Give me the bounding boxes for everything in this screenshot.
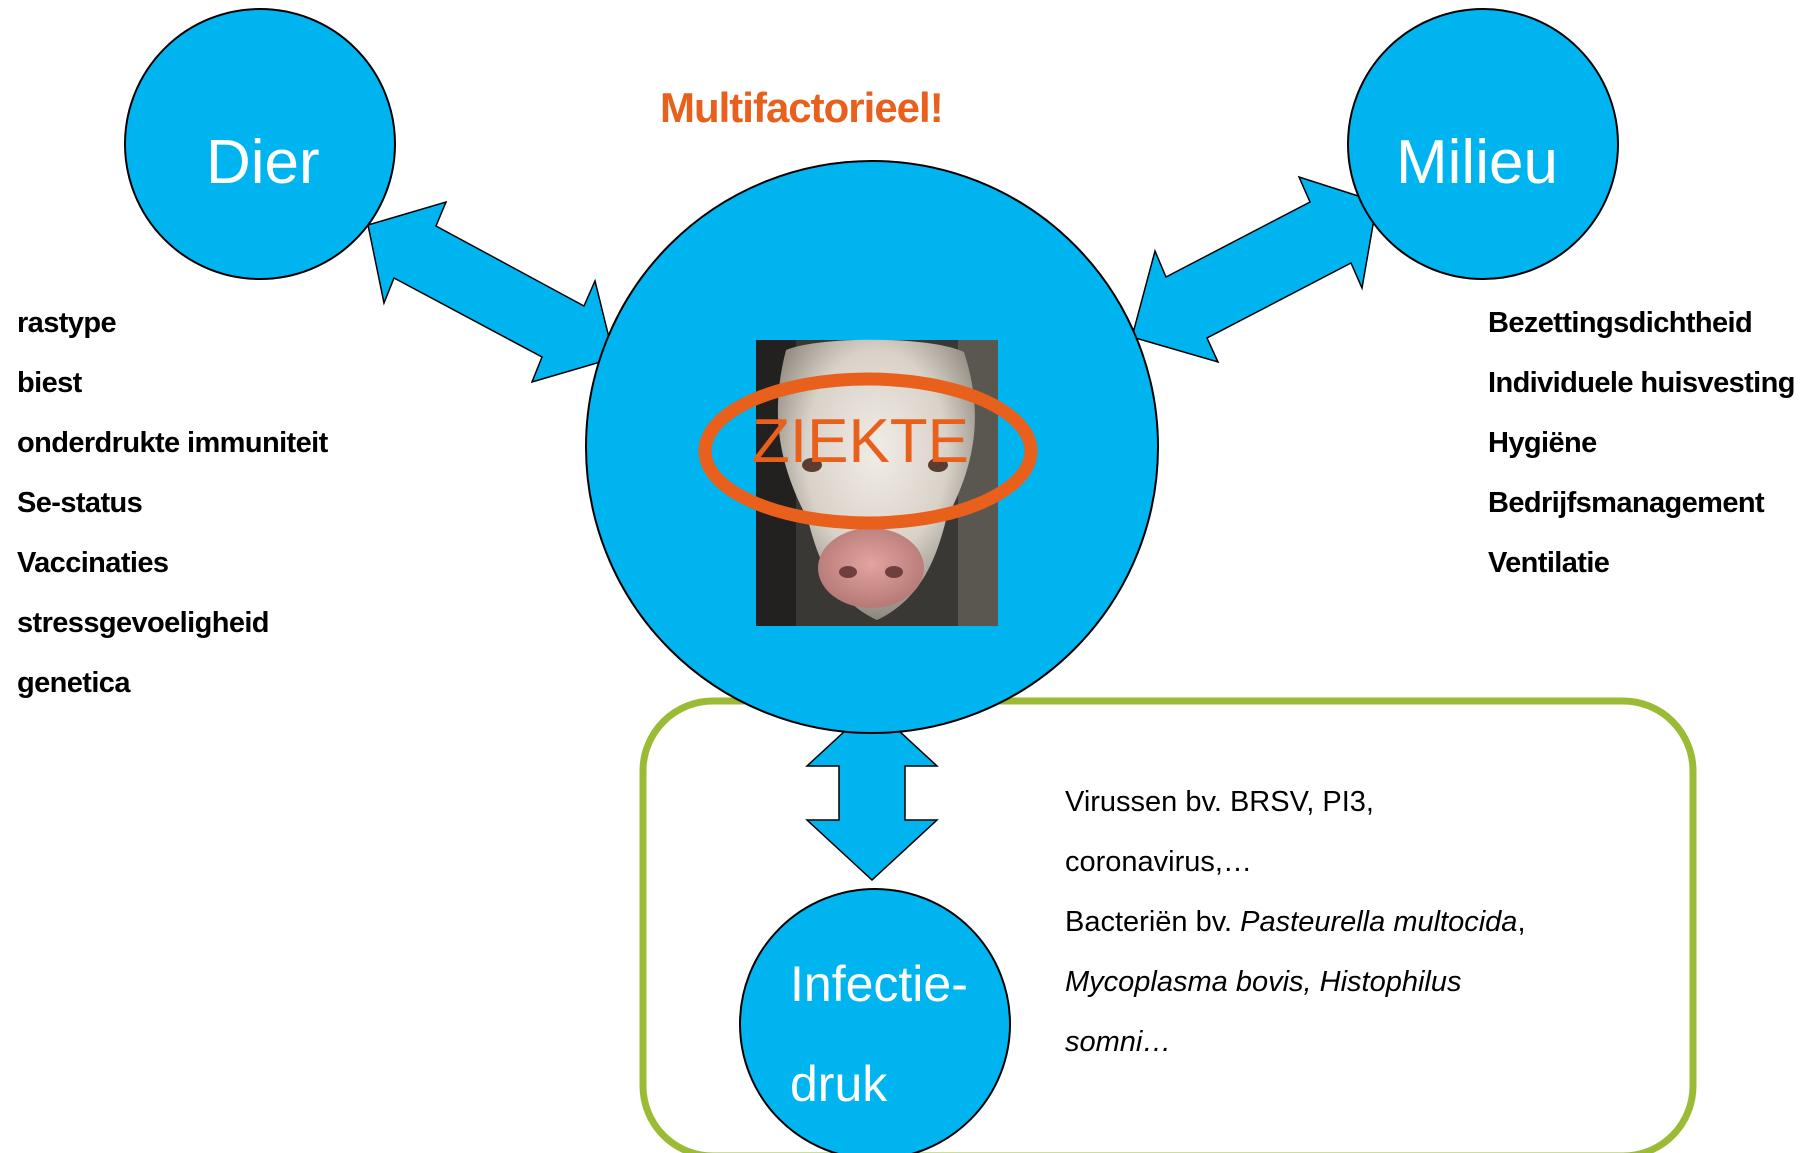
ziekte-label: ZIEKTE (752, 407, 970, 476)
dier-label: Dier (206, 128, 320, 197)
dier-factor-item: onderdrukte immuniteit (17, 427, 328, 459)
infection-line: Mycoplasma bovis, Histophilus (1065, 952, 1665, 1012)
milieu-factor-list: Bezettingsdichtheid Individuele huisvest… (1488, 293, 1795, 593)
ziekte-highlight-ellipse (698, 372, 1038, 530)
infection-line: Bacteriën bv. Pasteurella multocida, (1065, 892, 1665, 952)
arrow-milieu-ziekte (1131, 175, 1378, 364)
dier-factor-item: stressgevoeligheid (17, 607, 270, 639)
arrow-dier-ziekte (367, 200, 615, 384)
dier-factor-item: Vaccinaties (17, 547, 169, 579)
infection-line: somni… (1065, 1012, 1665, 1072)
dier-factor-item: biest (17, 367, 82, 399)
infection-description: Virussen bv. BRSV, PI3, coronavirus,… Ba… (1065, 772, 1665, 1072)
infectie-label-line2: druk (790, 1056, 888, 1112)
dier-factor-item: genetica (17, 667, 130, 699)
dier-factor-item: rastype (17, 307, 117, 339)
infection-box (639, 697, 1697, 1153)
page-title: Multifactorieel! (660, 84, 944, 131)
bacteria-suffix: , (1517, 906, 1526, 938)
milieu-factor-item: Hygiëne (1488, 427, 1597, 459)
infectie-label-line1: Infectie- (790, 956, 968, 1012)
milieu-factor-item: Ventilatie (1488, 547, 1610, 579)
milieu-label: Milieu (1396, 128, 1558, 197)
infectiedruk-node (739, 888, 1011, 1153)
infection-line: coronavirus,… (1065, 846, 1252, 878)
milieu-node (1347, 8, 1619, 280)
milieu-factor-item: Bezettingsdichtheid (1488, 307, 1753, 339)
dier-node (124, 8, 396, 280)
milieu-factor-item: Individuele huisvesting (1488, 367, 1795, 399)
dier-factor-item: Se-status (17, 487, 143, 519)
bacteria-name: Pasteurella multocida (1240, 906, 1518, 938)
bacteria-names: Mycoplasma bovis, Histophilus (1065, 966, 1462, 998)
dier-factor-list: rastype biest onderdrukte immuniteit Se-… (17, 293, 328, 713)
bacteria-names: somni… (1065, 1026, 1172, 1058)
milieu-factor-item: Bedrijfsmanagement (1488, 487, 1765, 519)
infection-line: Virussen bv. BRSV, PI3, (1065, 786, 1374, 818)
arrow-ziekte-infectie (805, 704, 939, 882)
bacteria-prefix: Bacteriën bv. (1065, 906, 1241, 938)
